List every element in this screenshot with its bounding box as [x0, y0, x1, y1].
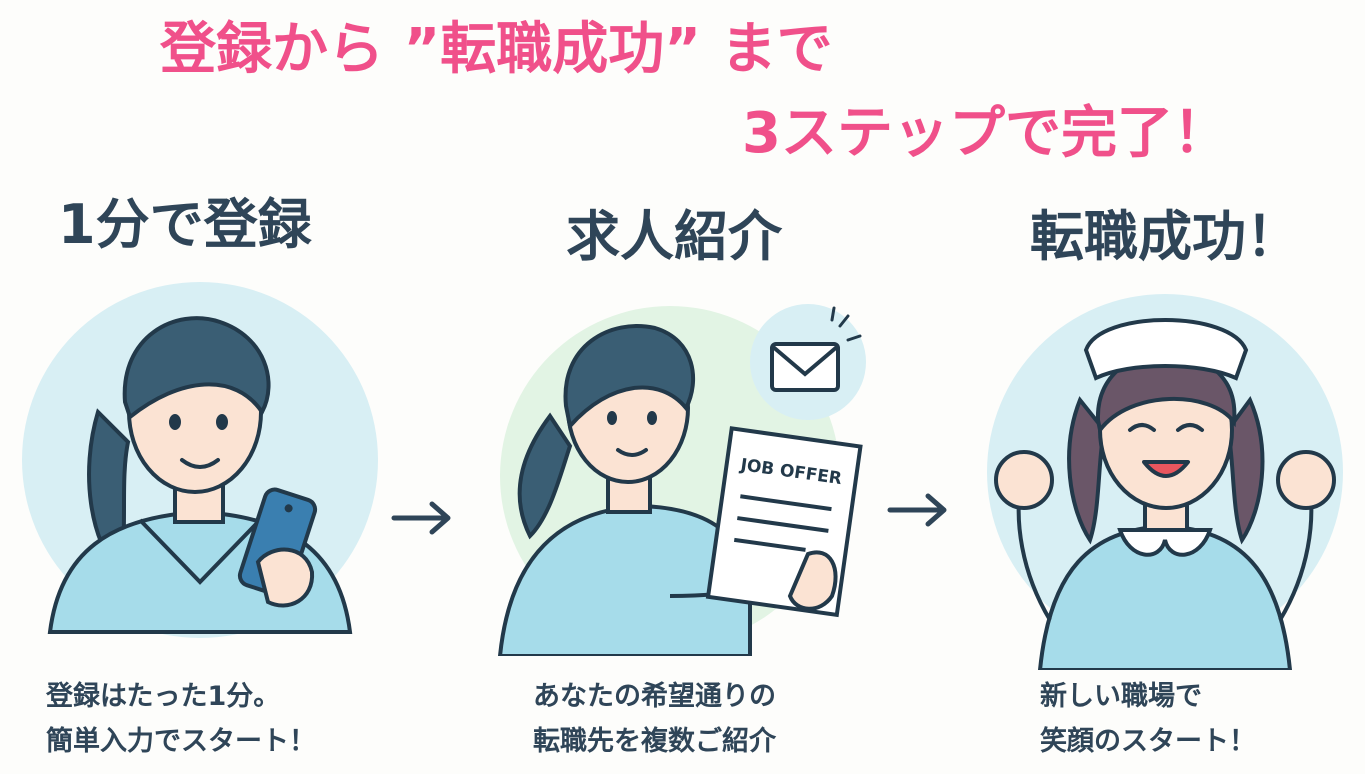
step-3-caption: 新しい職場で 笑顔のスタート！ — [1040, 674, 1256, 764]
arrow-right-icon — [391, 501, 451, 535]
step-1-title: 1分で登録 — [58, 193, 312, 256]
step-2-caption-line-2: 転職先を複数ご紹介 — [533, 726, 776, 757]
woman-smartphone-illustration — [22, 282, 378, 638]
step-1-caption-line-1: 登録はたった1分。 — [46, 681, 281, 712]
headline-line-1: 登録から ”転職成功” まで — [160, 17, 833, 82]
headline-line-2: 3ステップで完了！ — [742, 101, 1229, 166]
step-1-caption: 登録はたった1分。 簡単入力でスタート！ — [46, 674, 316, 764]
step-3-title: 転職成功！ — [1030, 205, 1300, 268]
woman-job-offer-illustration: JOB OFFER — [497, 304, 866, 656]
step-2-title: 求人紹介 — [566, 205, 782, 268]
arrow-right-icon — [887, 493, 947, 527]
step-3-caption-line-1: 新しい職場で — [1040, 681, 1202, 712]
nurse-celebrating-illustration — [987, 294, 1343, 670]
envelope-icon — [770, 306, 862, 392]
step-2-caption: あなたの希望通りの 転職先を複数ご紹介 — [533, 674, 776, 764]
step-2-caption-line-1: あなたの希望通りの — [533, 681, 776, 712]
step-3-caption-line-2: 笑顔のスタート！ — [1040, 726, 1256, 757]
step-1-caption-line-2: 簡単入力でスタート！ — [46, 726, 316, 757]
